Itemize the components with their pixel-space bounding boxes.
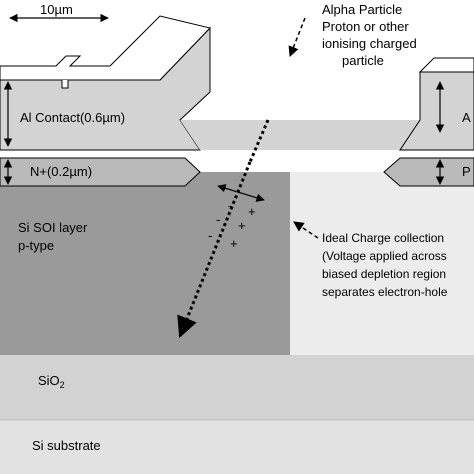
al-contact-right-label: A [462, 110, 471, 125]
particle-label-line1: Alpha Particle [322, 2, 402, 17]
collection-label-line1: Ideal Charge collection [322, 231, 444, 245]
n-plus-label: N+(0.2µm) [30, 164, 92, 179]
particle-label-line3: ionising charged [322, 36, 417, 51]
p-plus-right-label: P [462, 164, 471, 179]
substrate-label: Si substrate [32, 438, 101, 453]
soi-label-line2: p-type [18, 238, 54, 253]
scale-label: 10µm [40, 2, 73, 17]
collection-label-line3: biased depletion region [322, 267, 446, 281]
hole-charge: + [230, 236, 238, 251]
al-contact-left-slot [61, 80, 69, 89]
particle-label-line2: Proton or other [322, 19, 409, 34]
sio2-layer [0, 355, 474, 420]
soi-label-line1: Si SOI layer [18, 220, 88, 235]
si-soi-p-region [0, 172, 290, 355]
electron-charge: - [216, 212, 220, 227]
particle-label-line4: particle [342, 53, 384, 68]
al-contact-right-top [418, 57, 474, 73]
charge-separation-arrow [217, 184, 265, 202]
electron-charge: - [208, 228, 212, 243]
collection-label-line4: separates electron-hole [322, 285, 448, 299]
al-contact-label: Al Contact(0.6µm) [20, 110, 125, 125]
p-plus-region [383, 157, 474, 187]
n-plus-region [0, 157, 201, 187]
collection-label-line2: (Voltage applied across [322, 249, 447, 263]
hole-charge: + [238, 218, 246, 233]
sio2-label: SiO2 [38, 373, 65, 390]
depletion-region [290, 172, 474, 355]
hole-charge: + [248, 204, 256, 219]
si-substrate-layer [0, 420, 474, 474]
al-bridge [180, 120, 420, 150]
particle-track-upper [248, 119, 270, 163]
al-contact-left-top [0, 15, 211, 81]
collection-leader [293, 221, 319, 239]
electron-charge: - [228, 198, 232, 213]
particle-label-leader [288, 17, 306, 57]
